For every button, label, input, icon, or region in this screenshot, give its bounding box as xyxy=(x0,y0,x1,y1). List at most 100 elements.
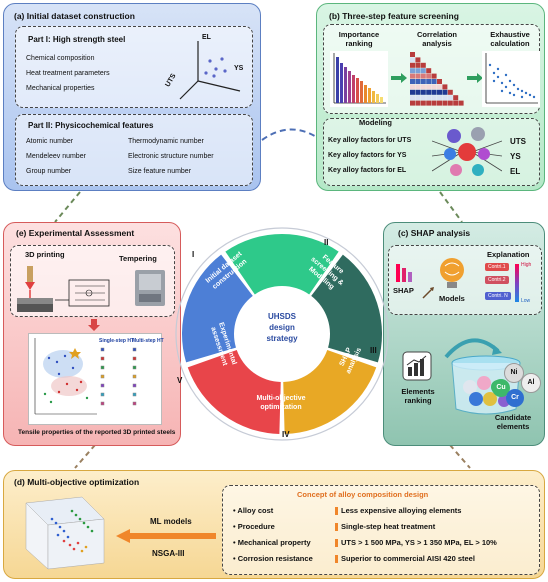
part2-right-item: Electronic structure number xyxy=(128,153,214,160)
panel-shap-analysis: (c) SHAP analysis SHAP Models Explanatio… xyxy=(383,222,545,446)
correlation-cell xyxy=(426,100,432,106)
panel-feature-screening: (b) Three-step feature screening Importa… xyxy=(316,3,545,191)
concept-box: Concept of alloy composition design • Al… xyxy=(222,485,540,575)
correlation-cell xyxy=(420,84,426,90)
panel-experimental-assessment: (e) Experimental Assessment 3D printing … xyxy=(3,222,181,446)
nsga-label: NSGA-III xyxy=(152,549,185,558)
correlation-cell xyxy=(415,68,421,74)
numeral-iv: IV xyxy=(282,430,290,439)
explanation-box: SHAP Models Explanation Contri.1 Contri.… xyxy=(388,245,542,315)
correlation-cell xyxy=(410,100,415,106)
correlation-cell xyxy=(415,62,421,68)
correlation-cell xyxy=(431,84,437,90)
concept-marker xyxy=(335,523,338,531)
wheel-segment xyxy=(283,350,377,434)
pareto-3d-plot xyxy=(25,496,105,570)
correlation-cell xyxy=(442,100,448,106)
wheel-segment xyxy=(225,234,339,295)
legend-multi-step: Multi-step HT xyxy=(132,338,164,344)
concept-key: • Procedure xyxy=(233,522,275,531)
correlation-cell xyxy=(437,79,442,84)
arrow-right-icon xyxy=(467,73,483,83)
ball-al: Al xyxy=(521,373,541,393)
target-uts: UTS xyxy=(510,137,526,146)
wheel-segment xyxy=(311,254,382,363)
part1-item: Heat treatment parameters xyxy=(26,70,110,77)
axes-3d-icon xyxy=(179,41,241,100)
panel-c-title: (c) SHAP analysis xyxy=(398,228,471,238)
key-factor-ys: Key alloy factors for YS xyxy=(328,152,407,159)
correlation-cell xyxy=(426,95,432,101)
correlation-cell xyxy=(420,89,426,95)
correlation-cell xyxy=(437,100,442,106)
design-strategy-wheel xyxy=(175,227,389,441)
exhaustive-scatter xyxy=(482,51,540,107)
arrow-down-icon xyxy=(88,319,100,331)
ball-cu: Cu xyxy=(492,379,510,397)
correlation-cell xyxy=(442,89,448,95)
part2-right-item: Size feature number xyxy=(128,168,192,175)
concept-marker xyxy=(335,507,338,515)
correlation-cell xyxy=(410,95,415,101)
part1-item: Chemical composition xyxy=(26,55,95,62)
model-network-diagram xyxy=(432,127,502,176)
shap-logo-icon xyxy=(396,264,412,282)
modeling-box: Modeling Key alloy factors for UTS Key a… xyxy=(323,118,540,186)
correlation-cell xyxy=(415,79,421,84)
step-correlation: Correlation analysis xyxy=(416,30,457,48)
correlation-cell xyxy=(447,100,453,106)
correlation-cell xyxy=(410,79,415,84)
step-exhaustive: Exhaustive calculation xyxy=(490,30,530,48)
tensile-chart: Single-step HT Multi-step HT xyxy=(28,333,164,425)
correlation-cell xyxy=(447,95,453,101)
arrow-right-icon xyxy=(391,73,407,83)
ball-cr-label: Cr xyxy=(511,394,519,401)
panel-multi-objective: (d) Multi-objective optimization ML mode… xyxy=(3,470,545,579)
contrib-2: Contri.2 xyxy=(485,276,509,284)
correlation-cell xyxy=(420,79,426,84)
numeral-v: V xyxy=(177,376,183,385)
tensile-caption: Tensile properties of the reported 3D pr… xyxy=(18,429,176,436)
concept-value: Single-step heat treatment xyxy=(341,522,436,531)
correlation-cell xyxy=(426,79,432,84)
numeral-i: I xyxy=(192,250,195,259)
concept-title: Concept of alloy composition design xyxy=(297,490,429,499)
high-label: High xyxy=(521,262,532,268)
part2-right-item: Thermodynamic number xyxy=(128,138,204,145)
curved-arrow-icon xyxy=(444,338,502,359)
target-ys: YS xyxy=(510,152,521,161)
correlation-cell xyxy=(415,84,421,90)
correlation-cell xyxy=(426,89,432,95)
segment-label-multi: Multi-objective optimization xyxy=(256,395,306,411)
part2-left-item: Group number xyxy=(26,168,72,175)
brain-bulb-icon xyxy=(440,258,464,288)
correlation-cell xyxy=(415,73,421,79)
panel-e-title: (e) Experimental Assessment xyxy=(16,228,135,238)
axis-ys-label: YS xyxy=(234,65,244,72)
correlation-cell xyxy=(453,95,459,101)
concept-key: • Mechanical property xyxy=(233,538,311,547)
numeral-iii: III xyxy=(370,346,377,355)
correlation-cell xyxy=(458,100,464,106)
correlation-cell xyxy=(447,89,453,95)
part1-item: Mechanical properties xyxy=(26,85,95,92)
correlation-cell xyxy=(410,89,415,95)
wheel-outer-ring xyxy=(175,227,389,441)
correlation-cell xyxy=(431,89,437,95)
center-line-3: strategy xyxy=(266,334,298,343)
arrow-left-icon xyxy=(116,529,216,543)
legend-markers xyxy=(100,347,137,406)
panel-a-title: (a) Initial dataset construction xyxy=(14,11,135,21)
correlation-cell xyxy=(431,73,437,79)
concept-value: Less expensive alloying elements xyxy=(341,506,462,515)
models-label: Models xyxy=(439,294,465,303)
ml-models-label: ML models xyxy=(150,517,192,526)
part1-box: Part I: High strength steel Chemical com… xyxy=(15,26,253,108)
printing-title: 3D printing xyxy=(25,250,65,259)
correlation-matrix xyxy=(410,52,464,106)
correlation-cell xyxy=(410,68,415,74)
correlation-cell xyxy=(426,73,432,79)
center-line-1: UHSDS xyxy=(267,312,296,321)
correlation-cell xyxy=(442,95,448,101)
ball-cr: Cr xyxy=(506,389,524,407)
